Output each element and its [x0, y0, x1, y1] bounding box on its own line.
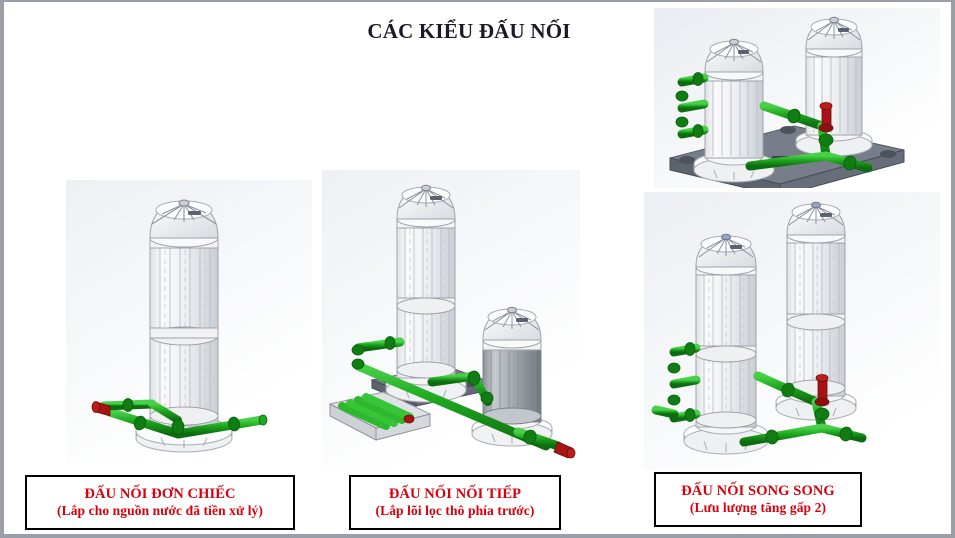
figure-parallel-connection-top [654, 8, 940, 188]
page-title: CÁC KIỂU ĐẤU NỐI [367, 19, 571, 43]
caption-series-title: ĐẤU NỐI NỐI TIẾP [388, 485, 522, 502]
caption-single-title: ĐẤU NỐI ĐƠN CHIẾC [84, 485, 236, 502]
caption-series-subtitle: (Lắp lõi lọc thô phía trước) [375, 503, 535, 519]
figure-series-connection [322, 170, 580, 466]
caption-parallel-title: ĐẤU NỐI SONG SONG [681, 482, 835, 499]
caption-parallel-subtitle: (Lưu lượng tăng gấp 2) [689, 500, 827, 516]
caption-single-connection: ĐẤU NỐI ĐƠN CHIẾC (Lắp cho nguồn nước đã… [25, 475, 295, 530]
caption-series-connection: ĐẤU NỐI NỐI TIẾP (Lắp lõi lọc thô phía t… [349, 475, 561, 530]
slide-canvas: CÁC KIỂU ĐẤU NỐI [4, 2, 951, 534]
caption-single-subtitle: (Lắp cho nguồn nước đã tiền xử lý) [57, 503, 263, 519]
figure-parallel-connection-bottom [644, 192, 940, 470]
caption-parallel-connection: ĐẤU NỐI SONG SONG (Lưu lượng tăng gấp 2) [654, 472, 862, 527]
figure-single-connection [66, 180, 312, 464]
